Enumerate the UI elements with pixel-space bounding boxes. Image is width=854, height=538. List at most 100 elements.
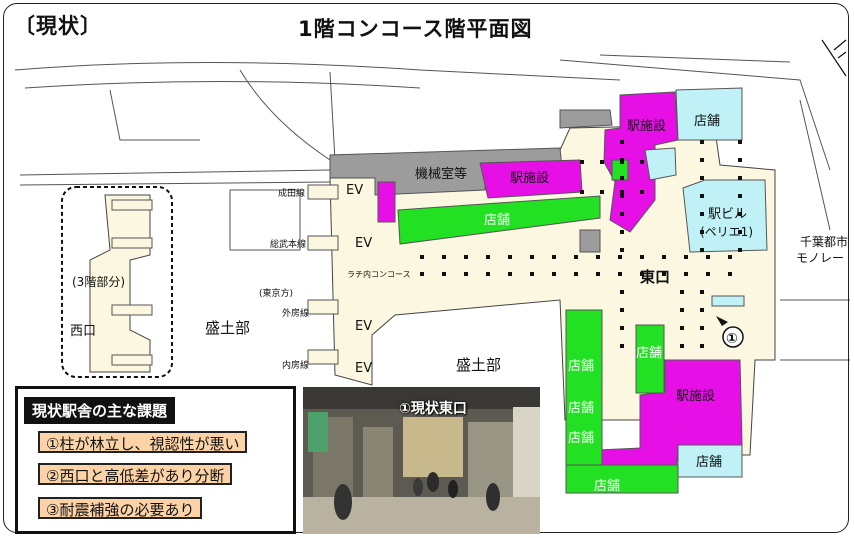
room-shop-left-2: 店舗: [568, 401, 594, 416]
shop-bottom-shape: [565, 464, 679, 494]
column-marker: [618, 255, 622, 259]
room-shop-left-1: 店舗: [568, 359, 594, 374]
platform-stubs: [111, 184, 339, 366]
issue-item: ②西口と高低差があり分断: [38, 463, 233, 485]
photo-marker-circle: [722, 326, 744, 348]
room-machine-room: 機械室等: [415, 166, 467, 182]
column-marker: [680, 290, 684, 294]
photo-caption: ①現状東口: [399, 401, 467, 417]
column-marker: [552, 272, 556, 276]
east-exit-label: 東口: [640, 268, 670, 286]
column-marker: [442, 255, 446, 259]
room-shop-mid: 店舗: [636, 346, 662, 361]
room-shop-bottom: 店舗: [594, 479, 620, 494]
issue-item: ①柱が林立し、視認性が悪い: [38, 431, 248, 453]
column-marker: [738, 230, 742, 234]
column-marker: [700, 326, 704, 330]
column-marker: [738, 248, 742, 252]
uchibo-line-label: 内房線: [282, 359, 309, 371]
column-marker: [486, 272, 490, 276]
column-marker: [700, 212, 704, 216]
column-marker: [680, 308, 684, 312]
room-shop-top-right: 店舗: [694, 114, 720, 129]
embankment-center-label: 盛土部: [456, 356, 501, 374]
column-marker: [552, 255, 556, 259]
column-marker: [620, 248, 624, 252]
column-marker: [580, 160, 584, 164]
column-marker: [508, 255, 512, 259]
room-shop-bottom-right: 店舗: [696, 455, 722, 470]
column-marker: [464, 255, 468, 259]
column-marker: [620, 326, 624, 330]
photo-marker-label: ①: [726, 331, 738, 347]
column-marker: [620, 230, 624, 234]
column-marker: [580, 190, 584, 194]
elevator-label: EV: [355, 236, 372, 251]
sotobo-line-label: 外房線: [282, 307, 309, 319]
west-exit-label: 西口: [70, 324, 96, 339]
column-marker: [738, 212, 742, 216]
columns: [420, 140, 742, 348]
photo-direction-arrow-icon: [716, 316, 728, 326]
column-marker: [700, 158, 704, 162]
third-floor-label: (3階部分): [72, 274, 125, 289]
column-marker: [640, 190, 644, 194]
column-marker: [530, 255, 534, 259]
column-marker: [620, 212, 624, 216]
sobu-line-label: 総武本線: [270, 238, 306, 250]
status-header: 〔現状〕: [14, 14, 102, 38]
column-marker: [574, 255, 578, 259]
issues-panel: 現状駅舎の主な課題 ①柱が林立し、視認性が悪い ②西口と高低差があり分断 ③耐震…: [15, 386, 296, 534]
column-marker: [620, 344, 624, 348]
column-marker: [728, 255, 732, 259]
shop-mid-shape: [635, 324, 665, 394]
column-marker: [640, 160, 644, 164]
column-marker: [486, 255, 490, 259]
column-marker: [700, 230, 704, 234]
column-marker: [738, 140, 742, 144]
column-marker: [640, 255, 644, 259]
elevator-label: EV: [355, 319, 372, 334]
room-station-facility-mid: 駅施設: [510, 170, 549, 186]
north-arrow-icon: [821, 39, 847, 77]
column-marker: [700, 290, 704, 294]
column-marker: [662, 255, 666, 259]
column-marker: [680, 344, 684, 348]
column-marker: [700, 344, 704, 348]
column-marker: [680, 326, 684, 330]
column-marker: [596, 272, 600, 276]
column-marker: [530, 272, 534, 276]
column-marker: [620, 140, 624, 144]
issues-title: 現状駅舎の主な課題: [24, 397, 176, 424]
column-marker: [620, 290, 624, 294]
shop-center-shape: [397, 195, 601, 245]
monorail-label-2: モノレー: [796, 251, 844, 265]
shop-left-shape: [565, 309, 603, 466]
street-lines: [14, 54, 850, 361]
column-marker: [620, 176, 624, 180]
column-marker: [700, 140, 704, 144]
east-exit-photo: ①現状東口: [303, 387, 540, 534]
column-marker: [620, 160, 624, 164]
column-marker: [420, 255, 424, 259]
column-marker: [596, 255, 600, 259]
room-station-building-sub: (ペリエ1): [700, 225, 753, 239]
column-marker: [620, 194, 624, 198]
narita-line-label: 成田線: [278, 187, 305, 199]
room-shop-center: 店舗: [484, 213, 510, 228]
tokyo-side-label: (東京方): [259, 287, 293, 299]
elevator-label: EV: [346, 183, 363, 198]
photo-illustration: [303, 387, 540, 534]
column-marker: [464, 272, 468, 276]
column-marker: [684, 272, 688, 276]
column-marker: [738, 158, 742, 162]
column-marker: [640, 272, 644, 276]
column-marker: [620, 190, 624, 194]
column-marker: [574, 272, 578, 276]
column-marker: [728, 272, 732, 276]
column-marker: [706, 272, 710, 276]
column-marker: [700, 248, 704, 252]
column-marker: [620, 308, 624, 312]
